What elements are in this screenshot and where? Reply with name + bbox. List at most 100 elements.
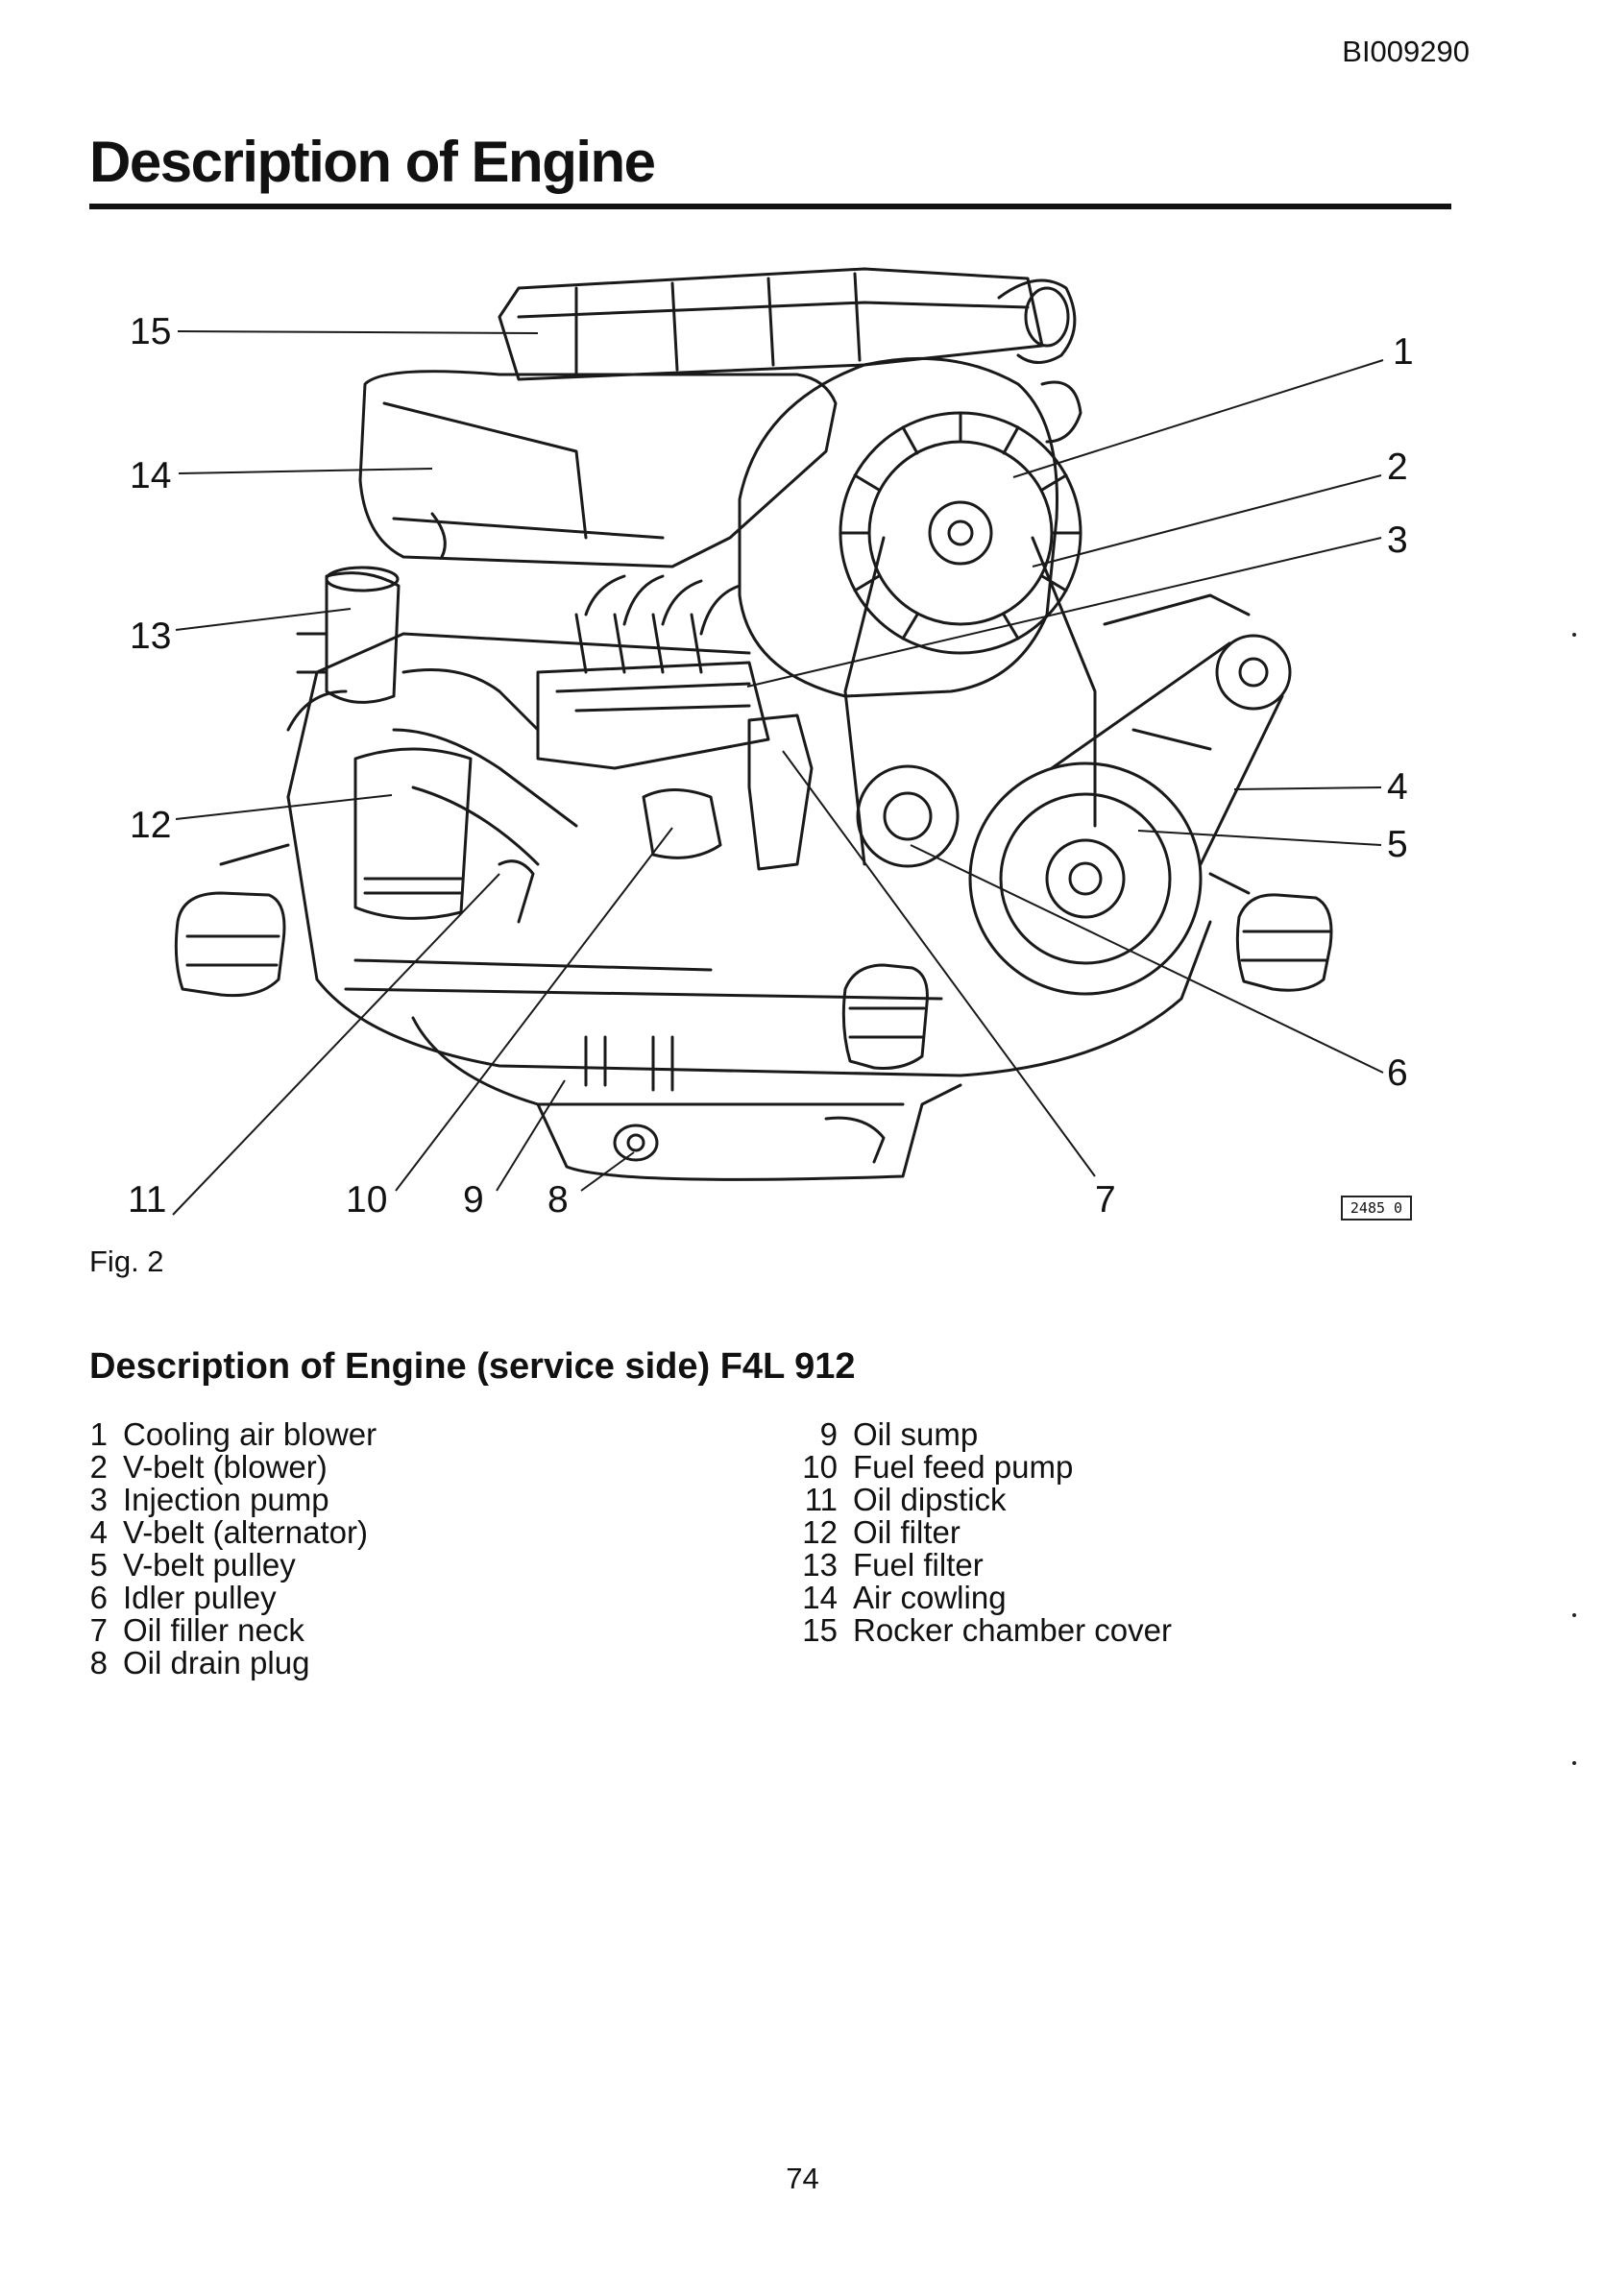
part-label: Oil sump [853,1416,979,1452]
part-label: Rocker chamber cover [853,1612,1172,1648]
part-number: 13 [802,1547,838,1583]
alternator-pulley-drawing [1215,634,1292,711]
part-label: Air cowling [853,1580,1007,1615]
callout-11: 11 [128,1179,167,1221]
part-number: 8 [89,1645,108,1680]
rocker-cover-drawing [498,267,1044,381]
part-label: V-belt pulley [123,1547,296,1583]
callout-15: 15 [130,311,172,352]
callout-5: 5 [1387,824,1408,865]
air-cowling-drawing [358,370,838,568]
engine-illustration [174,267,1333,1181]
callout-9: 9 [463,1179,484,1221]
callout-2: 2 [1387,447,1408,488]
callout-leaders [172,330,1384,1216]
page-title: Description of Engine [89,130,656,194]
callout-12: 12 [130,805,172,846]
leader-1 [1012,359,1384,478]
scan-speck [1572,633,1576,637]
part-number: 9 [819,1416,838,1452]
leader-8 [580,1151,635,1192]
part-number: 7 [89,1612,108,1648]
list-item: 9 Oil sump [785,1418,1172,1451]
scan-speck [1572,1761,1576,1765]
page-number: 74 [786,2162,819,2195]
part-label: Oil filter [853,1514,961,1550]
leader-4 [1233,786,1382,790]
v-belt-pulley-drawing [968,761,1203,996]
fuel-filter-drawing [325,571,401,704]
list-item: 14 Air cowling [785,1582,1172,1614]
part-number: 3 [89,1482,108,1517]
list-item: 3 Injection pump [79,1484,377,1516]
part-label: V-belt (blower) [123,1449,328,1485]
part-label: V-belt (alternator) [123,1514,368,1550]
section-heading: Description of Engine (service side) F4L… [89,1346,856,1387]
oil-sump-drawing [411,1016,962,1181]
leader-7 [782,750,1096,1177]
part-number: 14 [802,1580,838,1615]
leader-3 [746,537,1382,688]
part-number: 11 [804,1482,838,1517]
leader-9 [496,1079,566,1192]
engine-mount-right [1235,893,1333,992]
engine-mount-center [841,963,929,1070]
part-number: 1 [89,1416,108,1452]
part-label: Fuel feed pump [853,1449,1074,1485]
leader-14 [178,468,433,474]
list-item: 2 V-belt (blower) [79,1451,377,1484]
list-item: 8 Oil drain plug [79,1647,377,1680]
document-code: BI009290 [1342,35,1470,68]
fuel-feed-pump-drawing [642,788,722,859]
title-rule [89,204,1451,209]
engine-mount-left [174,891,286,998]
list-item: 6 Idler pulley [79,1582,377,1614]
leader-10 [395,827,673,1192]
part-number: 6 [89,1580,108,1615]
list-item: 4 V-belt (alternator) [79,1516,377,1549]
part-label: Oil filler neck [123,1612,304,1648]
part-number: 10 [802,1449,838,1485]
list-item: 7 Oil filler neck [79,1614,377,1647]
part-number: 2 [89,1449,108,1485]
figure-code: 2485 0 [1341,1196,1412,1221]
part-number: 15 [802,1612,838,1648]
leader-15 [177,330,539,334]
oil-dipstick-drawing [498,859,535,924]
list-item: 15 Rocker chamber cover [785,1614,1172,1647]
scan-speck [1572,1613,1576,1617]
callout-6: 6 [1387,1052,1408,1094]
part-label: Idler pulley [123,1580,277,1615]
leader-11 [172,873,500,1216]
part-label: Injection pump [123,1482,329,1517]
part-label: Cooling air blower [123,1416,377,1452]
leader-5 [1137,830,1382,846]
callout-7: 7 [1095,1179,1116,1221]
list-item: 10 Fuel feed pump [785,1451,1172,1484]
leader-13 [175,608,352,631]
v-belt-alternator-drawing [1050,641,1284,866]
part-number: 12 [802,1514,838,1550]
callout-10: 10 [346,1179,388,1221]
oil-filler-neck-drawing [747,713,814,871]
parts-list-left: 1 Cooling air blower 2 V-belt (blower) 3 In… [79,1418,377,1680]
callout-13: 13 [130,616,172,657]
figure-caption: Fig. 2 [89,1245,164,1278]
leader-2 [1032,474,1382,568]
leader-12 [175,794,393,820]
list-item: 1 Cooling air blower [79,1418,377,1451]
callout-1: 1 [1393,331,1414,373]
oil-filter-drawing [353,747,473,920]
injection-pump-drawing [536,661,770,770]
callout-8: 8 [547,1179,569,1221]
part-label: Oil drain plug [123,1645,310,1680]
part-number: 4 [89,1514,108,1550]
callout-4: 4 [1387,766,1408,808]
list-item: 12 Oil filter [785,1516,1172,1549]
callout-3: 3 [1387,520,1408,561]
